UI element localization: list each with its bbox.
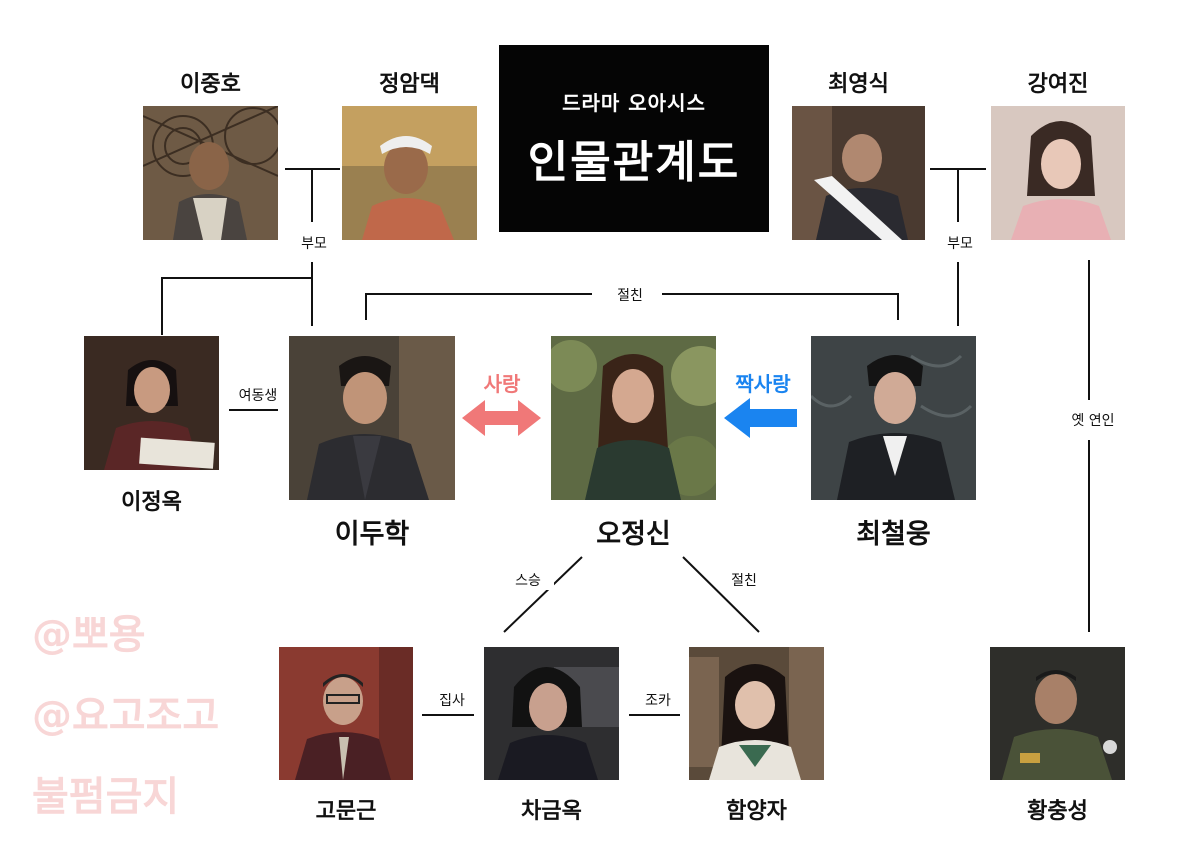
name-cha-geumok: 차금옥 xyxy=(521,799,582,824)
photo-choi-chulwoong xyxy=(811,336,976,500)
title-box: 드라마 오아시스 인물관계도 xyxy=(499,45,769,232)
photo-jung-amdaek xyxy=(342,106,477,240)
photo-choi-youngsik xyxy=(792,106,925,240)
watermark-line-2: @요고조고 xyxy=(32,693,220,739)
love-arrow xyxy=(462,400,541,436)
name-choi-chulwoong: 최철웅 xyxy=(856,519,931,550)
title-subtitle: 드라마 오아시스 xyxy=(562,91,706,115)
photo-lee-jungok xyxy=(84,336,219,470)
photo-lee-duhak xyxy=(289,336,455,500)
name-go-mungeun: 고문근 xyxy=(315,799,377,824)
photo-cha-geumok xyxy=(484,647,619,780)
relation-crush: 짝사랑 xyxy=(735,372,791,396)
relation-love: 사랑 xyxy=(483,372,521,396)
relation-best-friend-top: 절친 xyxy=(598,285,662,305)
relation-parents-right: 부모 xyxy=(932,233,988,253)
name-lee-duhak: 이두학 xyxy=(334,519,410,550)
relation-niece: 조카 xyxy=(632,690,684,710)
watermark-line-1: @뽀용 xyxy=(32,612,146,658)
relation-parents-left: 부모 xyxy=(286,233,342,253)
relation-younger-sister: 여동생 xyxy=(222,385,294,405)
relation-best-friend-bottom: 절친 xyxy=(718,570,770,590)
name-kang-yeojin: 강여진 xyxy=(1027,72,1089,97)
photo-lee-jungho xyxy=(143,106,278,240)
name-jung-amdaek: 정암댁 xyxy=(379,72,440,97)
watermark-line-3: 불펌금지 xyxy=(32,774,180,820)
relation-ex-lover: 옛 연인 xyxy=(1056,410,1130,430)
name-hwang-chungsung: 황충성 xyxy=(1027,799,1088,824)
relation-butler: 집사 xyxy=(426,690,478,710)
photo-hwang-chungsung xyxy=(990,647,1125,780)
crush-arrow xyxy=(724,398,797,438)
photo-ham-yangja xyxy=(689,647,824,780)
name-choi-youngsik: 최영식 xyxy=(828,72,889,97)
photo-oh-jungshin xyxy=(551,336,716,500)
photo-go-mungeun xyxy=(279,647,413,780)
name-lee-jungho: 이중호 xyxy=(180,72,241,97)
name-oh-jungshin: 오정신 xyxy=(596,519,671,550)
title-main: 인물관계도 xyxy=(527,137,741,188)
name-lee-jungok: 이정옥 xyxy=(121,490,182,515)
photo-kang-yeojin xyxy=(991,106,1125,240)
relation-teacher: 스승 xyxy=(502,570,554,590)
name-ham-yangja: 함양자 xyxy=(726,799,787,824)
